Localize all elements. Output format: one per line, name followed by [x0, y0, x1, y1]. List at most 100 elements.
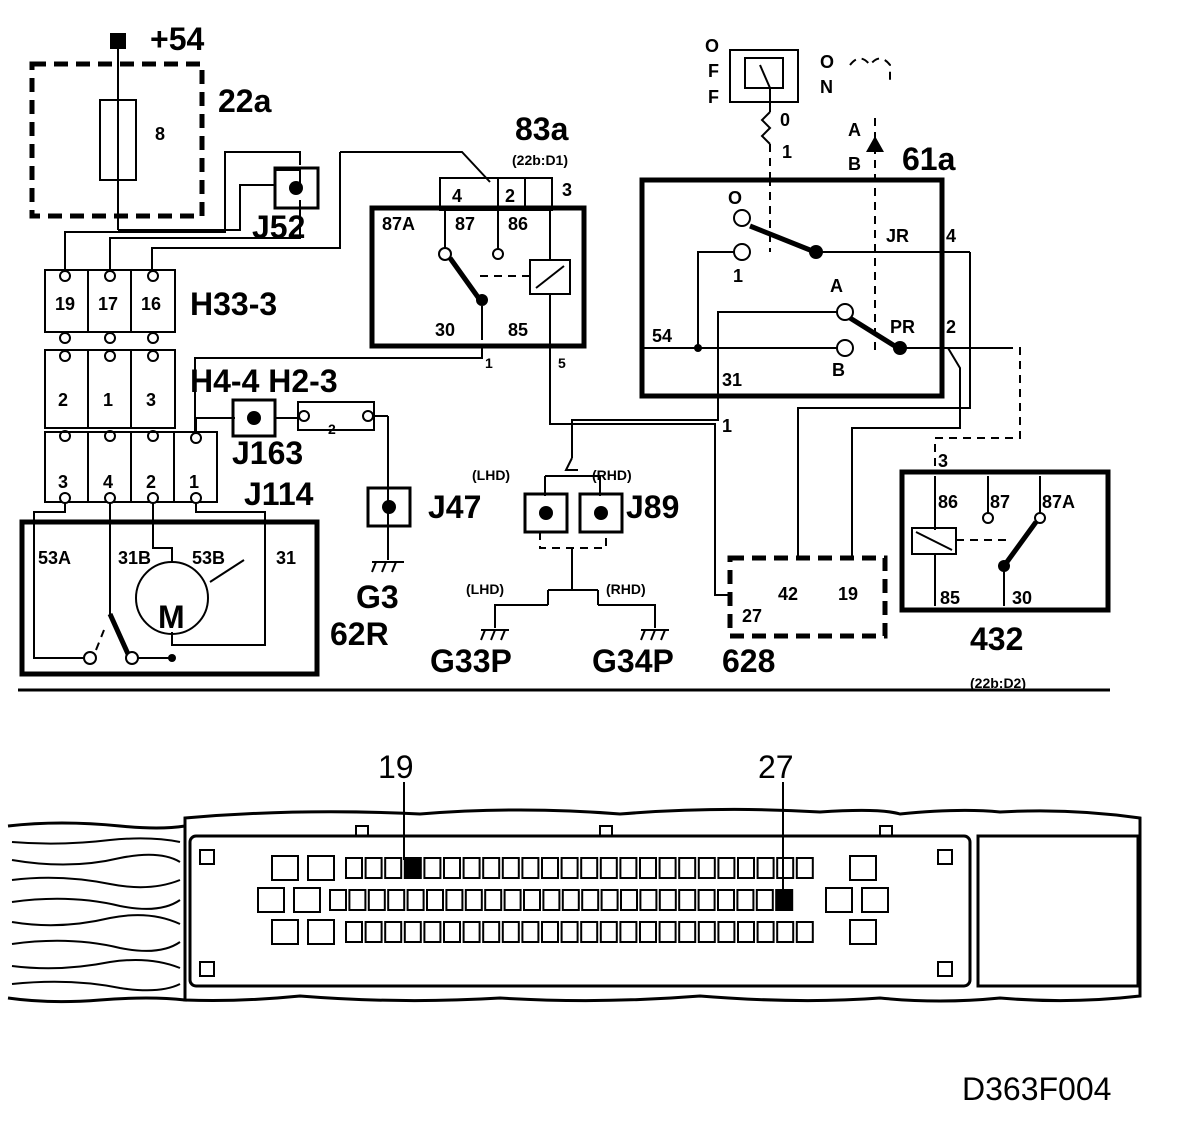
relay-83a: 83a (22b:D1) 4 2 3 87A 87 86 30 85 1 5: [369, 111, 587, 371]
pin-cell-large: [849, 855, 877, 881]
term-54: 54: [652, 326, 672, 346]
plug-pin-4: 4: [103, 472, 113, 492]
wiper-switch-61a: O F F O N 0 1 A B 61a O 1 JR 4 A B PR 2: [639, 36, 1005, 436]
pin-cell-27: [775, 889, 794, 911]
pin-cell: [620, 889, 638, 911]
h33-pin-17: 17: [98, 294, 118, 314]
pin-cell: [541, 857, 559, 879]
motor-31b: 31B: [118, 548, 151, 568]
plug-pin-1: 1: [189, 472, 199, 492]
pos-b-top: B: [848, 154, 861, 174]
wiper-motor: 53A 31B 53B 31 M: [19, 502, 320, 677]
splice-j47: J47: [428, 489, 569, 534]
fuse-number: 8: [155, 124, 165, 144]
term-30: 30: [435, 320, 455, 340]
splice-j89: J89: [578, 489, 679, 534]
splice-j114: J114: [244, 476, 412, 528]
h4-pin-3: 3: [146, 390, 156, 410]
pin-cell-large: [307, 855, 335, 881]
pin-cell: [560, 921, 579, 943]
pin-3: 3: [562, 180, 572, 200]
pos-1-label: 1: [782, 142, 792, 162]
pin-cell: [580, 921, 599, 943]
pin-cell: [482, 921, 501, 943]
term-85: 85: [508, 320, 528, 340]
relay432-87: 87: [990, 492, 1010, 512]
pin-1: 1: [485, 355, 493, 371]
pin-cell: [756, 921, 775, 943]
connector-h2-3: 2: [297, 401, 375, 437]
pin-cell: [795, 857, 814, 879]
pin-cell: [600, 889, 619, 911]
relay-83a-label: 83a: [515, 111, 569, 147]
splice-j52: J52: [252, 166, 320, 245]
pinout-cells: [257, 855, 889, 945]
pin-cell-large: [257, 887, 285, 913]
connector-pinout: 19 27: [7, 749, 1142, 1004]
pin-cell: [484, 889, 503, 911]
pin-cell: [501, 921, 520, 943]
switch-pin-1: 1: [722, 416, 732, 436]
432-ref: (22b:D2): [970, 675, 1026, 691]
connector-motor-plug: 3 4 2 1: [44, 431, 218, 504]
connector-h4-4: 2 1 3 H4-4 H2-3: [44, 349, 338, 442]
pin-cell-large: [293, 887, 321, 913]
pin-cell: [697, 857, 716, 879]
term-31: 31: [722, 370, 742, 390]
pin-cell: [364, 921, 383, 943]
432-label: 432: [970, 621, 1023, 657]
pin-cell: [443, 857, 461, 879]
off-o: O: [705, 36, 719, 56]
pin-cell: [580, 857, 599, 879]
pin-cell: [776, 921, 795, 943]
relay432-pin-3: 3: [938, 451, 948, 471]
pin-4: 4: [452, 186, 462, 206]
figure-id: D363F004: [962, 1071, 1111, 1107]
supply-label: +54: [150, 21, 204, 57]
h33-label: H33-3: [190, 286, 277, 322]
pin-cell: [462, 857, 481, 879]
pin-cell: [384, 921, 403, 943]
splice-j163: J163: [231, 398, 303, 471]
pin-cell: [403, 921, 422, 943]
relay432-87a: 87A: [1042, 492, 1075, 512]
pin-cell: [521, 857, 540, 879]
module-42: 42: [778, 584, 798, 604]
h4-pin-2: 2: [58, 390, 68, 410]
g3-label: G3: [356, 579, 399, 615]
term-pr: PR: [890, 317, 915, 337]
pin-cell-19: [403, 857, 422, 879]
pin-cell: [541, 921, 559, 943]
pin-cell: [426, 889, 444, 911]
pos-a: A: [830, 276, 843, 296]
module-19: 19: [838, 584, 858, 604]
pin-cell: [345, 921, 363, 943]
h4-pin-1: 1: [103, 390, 113, 410]
pin-cell: [364, 857, 383, 879]
pin-cell: [658, 921, 677, 943]
pin-cell: [348, 889, 367, 911]
pin-cell: [464, 889, 483, 911]
pin-cell: [581, 889, 600, 911]
pin-5: 5: [558, 355, 566, 371]
jr-pin-4: 4: [946, 226, 956, 246]
pin-cell: [795, 921, 814, 943]
pin-cell: [501, 857, 520, 879]
motor-m: M: [158, 599, 185, 635]
j163-label: J163: [232, 435, 303, 471]
pin-cell: [737, 857, 755, 879]
pin-cell: [445, 889, 464, 911]
pin-cell: [406, 889, 425, 911]
term-87a: 87A: [382, 214, 415, 234]
pin-cell: [462, 921, 481, 943]
rhd-bottom: (RHD): [606, 581, 646, 597]
62r-label: 62R: [330, 616, 389, 652]
pin-cell: [678, 889, 697, 911]
pin-cell-large: [307, 919, 335, 945]
pin-cell-large: [825, 887, 853, 913]
pin-cell: [658, 857, 677, 879]
g33p-label: G33P: [430, 643, 512, 679]
fuse-22a: 8 +54 22a: [29, 21, 272, 230]
lhd-bottom: (LHD): [466, 581, 504, 597]
